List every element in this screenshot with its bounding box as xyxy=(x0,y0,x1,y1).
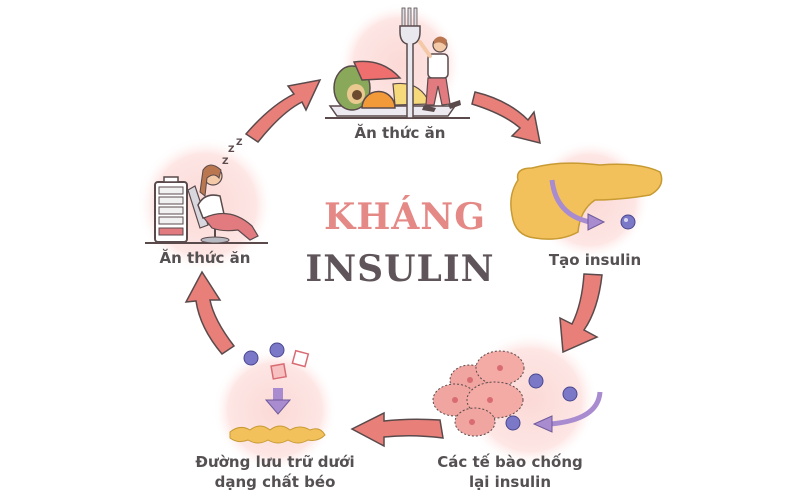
step-label-resistant-cells-line2: lại insulin xyxy=(468,473,552,491)
step-label-resistant-cells-line1: Các tế bào chống xyxy=(437,453,583,471)
tired-person-low-battery-icon: Z Z Z xyxy=(145,138,268,244)
step-label-sugar-stored-line1: Đường lưu trữ dưới xyxy=(195,453,355,471)
arrow-left-to-top xyxy=(244,78,322,144)
arrow-bottom-right-to-bottom-left xyxy=(350,411,444,448)
arrow-top-to-right xyxy=(471,91,541,145)
arrow-right-to-bottom-right xyxy=(559,273,603,354)
svg-text:Z: Z xyxy=(222,157,229,167)
arrow-bottom-left-to-left xyxy=(184,270,236,355)
step-label-low-energy-eat: Ăn thức ăn xyxy=(159,249,251,267)
svg-text:Z: Z xyxy=(236,138,243,148)
pancreas-insulin-icon xyxy=(510,162,663,240)
sugar-to-fat-icon xyxy=(229,342,326,444)
svg-text:Z: Z xyxy=(228,145,235,155)
diagram-title-line1: KHÁNG xyxy=(324,196,486,238)
step-label-eat-food: Ăn thức ăn xyxy=(354,124,446,142)
cells-insulin-icon xyxy=(432,350,603,437)
step-label-make-insulin: Tạo insulin xyxy=(548,251,642,269)
food-plate-fork-person-icon xyxy=(325,7,470,119)
diagram-title-line2: INSULIN xyxy=(305,248,495,290)
step-label-sugar-stored-line2: dạng chất béo xyxy=(214,473,336,491)
